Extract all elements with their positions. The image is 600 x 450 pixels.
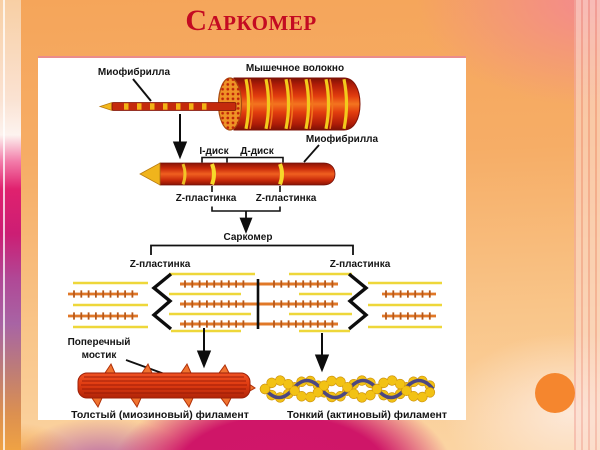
thin-filaments-outer-left [73,281,148,329]
sarcomere-diagram: Миофибрилла Мышечное волокно I-диск Д-ди… [68,63,447,421]
label-i-disk: I-диск [199,146,229,157]
myosin-striations [81,376,247,394]
label-z-plate-upper-right: Z-пластинка [256,193,317,204]
sarcomere-bracket-small [211,206,281,212]
page-title: Саркомер [185,4,317,37]
thick-filaments-outer-right [382,292,436,318]
caption-thin-filament: Тонкий (актиновый) филамент [287,409,447,420]
label-cross-bridge-2: мостик [82,350,118,361]
label-sarcomere: Саркомер [224,232,273,243]
z-line-right [347,272,369,331]
myofibril-rod [159,162,336,186]
label-z-plate-lower-right: Z-пластинка [330,259,391,270]
label-muscle-fiber: Мышечное волокно [246,63,344,74]
actin-beads-a [260,376,438,402]
right-edge-stripes [574,0,600,450]
label-z-plate-upper-left: Z-пластинка [176,193,237,204]
label-d-disk: Д-диск [240,146,275,157]
thin-filaments-outer-right [368,281,442,329]
myofibril-right-pointer [303,144,320,163]
left-accent-strip [0,0,21,450]
accent-circle [535,373,575,413]
muscle-fiber-bands [244,78,349,130]
myofibril-figure: I-диск Д-диск Миофибрилла Z-пластинка Z-… [130,114,391,270]
thin-filament-figure: Тонкий (актиновый) филамент [259,375,447,421]
z-rings [181,163,284,186]
label-cross-bridge-1: Поперечный [68,337,131,348]
thin-filaments-inner [169,272,352,333]
thick-filament-figure: Поперечный мостик Толстый (миозиновый) ф… [68,337,256,421]
sarcomere-band-figure [68,272,442,373]
myofibril-strand [98,101,237,112]
label-myofibril-right: Миофибрилла [306,133,379,145]
myofibril-pointer-line [132,78,152,102]
caption-thick-filament: Толстый (миозиновый) филамент [71,409,249,420]
disk-brackets [201,156,284,163]
myofibril-tip [139,162,161,186]
muscle-fiber-figure: Миофибрилла Мышечное волокно [98,63,361,131]
z-line-left [151,272,173,331]
diagram-panel: Миофибрилла Мышечное волокно I-диск Д-ди… [38,56,466,421]
left-strip-highlight [3,0,5,450]
label-z-plate-lower-left: Z-пластинка [130,259,191,270]
sarcomere-bracket-big [150,244,354,255]
label-myofibril-top: Миофибрилла [98,66,171,78]
